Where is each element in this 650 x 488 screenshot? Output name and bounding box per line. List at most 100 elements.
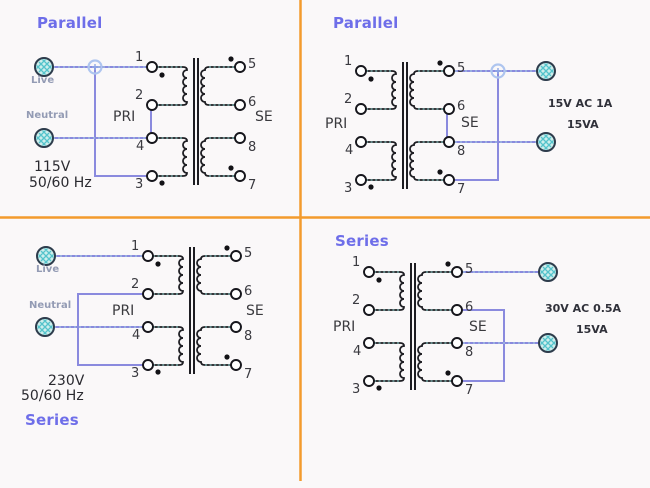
bottom-right-pin-label-6: 6 — [465, 300, 474, 315]
top-left-pin-label-1: 1 — [135, 50, 144, 65]
output-terminal-2[interactable] — [537, 133, 555, 151]
bottom-left-pin-label-5: 5 — [244, 246, 253, 261]
bottom-left-pin-label-3: 3 — [131, 366, 140, 381]
top-left-pin-4[interactable] — [146, 132, 158, 144]
bottom-right-pin-label-1: 1 — [352, 255, 361, 270]
top-right-pin-label-3: 3 — [344, 181, 353, 196]
output-terminal-1[interactable] — [539, 263, 557, 281]
bottom-right-pin-6[interactable] — [451, 304, 463, 316]
secondary-label: SE — [469, 319, 487, 335]
top-right-pin-6[interactable] — [443, 103, 455, 115]
bottom-left-pin-label-6: 6 — [244, 284, 253, 299]
top-right-pin-label-6: 6 — [457, 99, 466, 114]
primary-label: PRI — [325, 116, 348, 132]
output-va: 15VA — [567, 118, 599, 131]
bottom-left-pin-label-1: 1 — [131, 239, 140, 254]
bottom-right-pin-8[interactable] — [451, 337, 463, 349]
top-right-pin-2[interactable] — [355, 103, 367, 115]
quadrant-title: Series — [25, 411, 79, 429]
top-right-pin-1[interactable] — [355, 65, 367, 77]
transformer-bottom-left — [152, 244, 232, 376]
neutral-terminal[interactable] — [35, 129, 53, 147]
bottom-right-pin-2[interactable] — [363, 304, 375, 316]
wire-jumper-6-7[interactable] — [462, 309, 505, 382]
top-left-pin-6[interactable] — [234, 99, 246, 111]
top-right-pin-label-7: 7 — [457, 182, 466, 197]
top-right-pin-label-8: 8 — [457, 144, 466, 159]
top-left-pin-label-7: 7 — [248, 178, 257, 193]
top-right-pin-7[interactable] — [443, 174, 455, 186]
top-left-pin-5[interactable] — [234, 61, 246, 73]
top-right-pin-8[interactable] — [443, 136, 455, 148]
bottom-left-pin-label-4: 4 — [132, 328, 141, 343]
bottom-right-pin-label-5: 5 — [465, 262, 474, 277]
bottom-left-pin-8[interactable] — [230, 321, 242, 333]
bottom-right-pin-label-8: 8 — [465, 345, 474, 360]
output-va: 15VA — [576, 323, 608, 336]
bottom-right-pin-4[interactable] — [363, 337, 375, 349]
live-terminal[interactable] — [37, 247, 55, 265]
neutral-terminal[interactable] — [36, 318, 54, 336]
bottom-right-pin-5[interactable] — [451, 266, 463, 278]
top-left-pin-label-4: 4 — [136, 139, 145, 154]
bottom-right-pin-3[interactable] — [363, 375, 375, 387]
top-left-pin-7[interactable] — [234, 170, 246, 182]
top-left-pin-label-6: 6 — [248, 95, 257, 110]
bottom-left-pin-6[interactable] — [230, 288, 242, 300]
top-right-pin-4[interactable] — [355, 136, 367, 148]
top-left-pin-label-2: 2 — [135, 88, 144, 103]
top-left-pin-2[interactable] — [146, 99, 158, 111]
bottom-right-pin-7[interactable] — [451, 375, 463, 387]
bottom-right-pin-label-7: 7 — [465, 383, 474, 398]
top-left-pin-3[interactable] — [146, 170, 158, 182]
top-left-pin-label-5: 5 — [248, 57, 257, 72]
top-right-pin-5[interactable] — [443, 65, 455, 77]
bottom-left-pin-label-8: 8 — [244, 329, 253, 344]
output-rating: 15V AC 1A — [548, 97, 613, 110]
neutral-terminal-label: Neutral — [26, 110, 69, 121]
wire-jumper-2-3[interactable] — [77, 293, 143, 366]
bottom-left-pin-5[interactable] — [230, 250, 242, 262]
primary-label: PRI — [112, 303, 135, 319]
quadrant-title: Parallel — [37, 14, 103, 32]
bottom-left-pin-label-7: 7 — [244, 367, 253, 382]
bottom-left-pin-7[interactable] — [230, 359, 242, 371]
secondary-label: SE — [255, 109, 273, 125]
quadrant-title: Parallel — [333, 14, 399, 32]
top-right-pin-label-2: 2 — [344, 92, 353, 107]
transformer-bottom-right — [373, 260, 453, 392]
wire-link-5-7[interactable] — [454, 70, 499, 181]
output-terminal-2[interactable] — [539, 334, 557, 352]
input-voltage: 230V — [48, 373, 85, 389]
top-right-pin-label-4: 4 — [345, 143, 354, 158]
input-frequency: 50/60 Hz — [29, 175, 92, 191]
output-rating: 30V AC 0.5A — [545, 302, 622, 315]
top-left-pin-label-8: 8 — [248, 140, 257, 155]
wire-link-1-3[interactable] — [94, 66, 147, 177]
live-terminal-label: Live — [31, 75, 55, 86]
bottom-left-pin-2[interactable] — [142, 288, 154, 300]
input-voltage: 115V — [34, 159, 71, 175]
bottom-left-pin-3[interactable] — [142, 359, 154, 371]
top-right-pin-3[interactable] — [355, 174, 367, 186]
top-left-pin-8[interactable] — [234, 132, 246, 144]
input-frequency: 50/60 Hz — [21, 388, 84, 404]
live-terminal-label: Live — [36, 264, 60, 275]
transformer-top-left — [156, 55, 236, 187]
top-right-pin-label-1: 1 — [344, 54, 353, 69]
top-left-pin-label-3: 3 — [135, 177, 144, 192]
live-terminal[interactable] — [35, 58, 53, 76]
bottom-right-pin-1[interactable] — [363, 266, 375, 278]
top-right-pin-label-5: 5 — [457, 61, 466, 76]
bottom-right-pin-label-3: 3 — [352, 382, 361, 397]
output-terminal-1[interactable] — [537, 62, 555, 80]
bottom-left-pin-label-2: 2 — [131, 277, 140, 292]
secondary-label: SE — [246, 303, 264, 319]
quadrant-title: Series — [335, 232, 389, 250]
top-left-pin-1[interactable] — [146, 61, 158, 73]
bottom-right-pin-label-4: 4 — [353, 344, 362, 359]
bottom-left-pin-1[interactable] — [142, 250, 154, 262]
bottom-right-pin-label-2: 2 — [352, 293, 361, 308]
bottom-left-pin-4[interactable] — [142, 321, 154, 333]
